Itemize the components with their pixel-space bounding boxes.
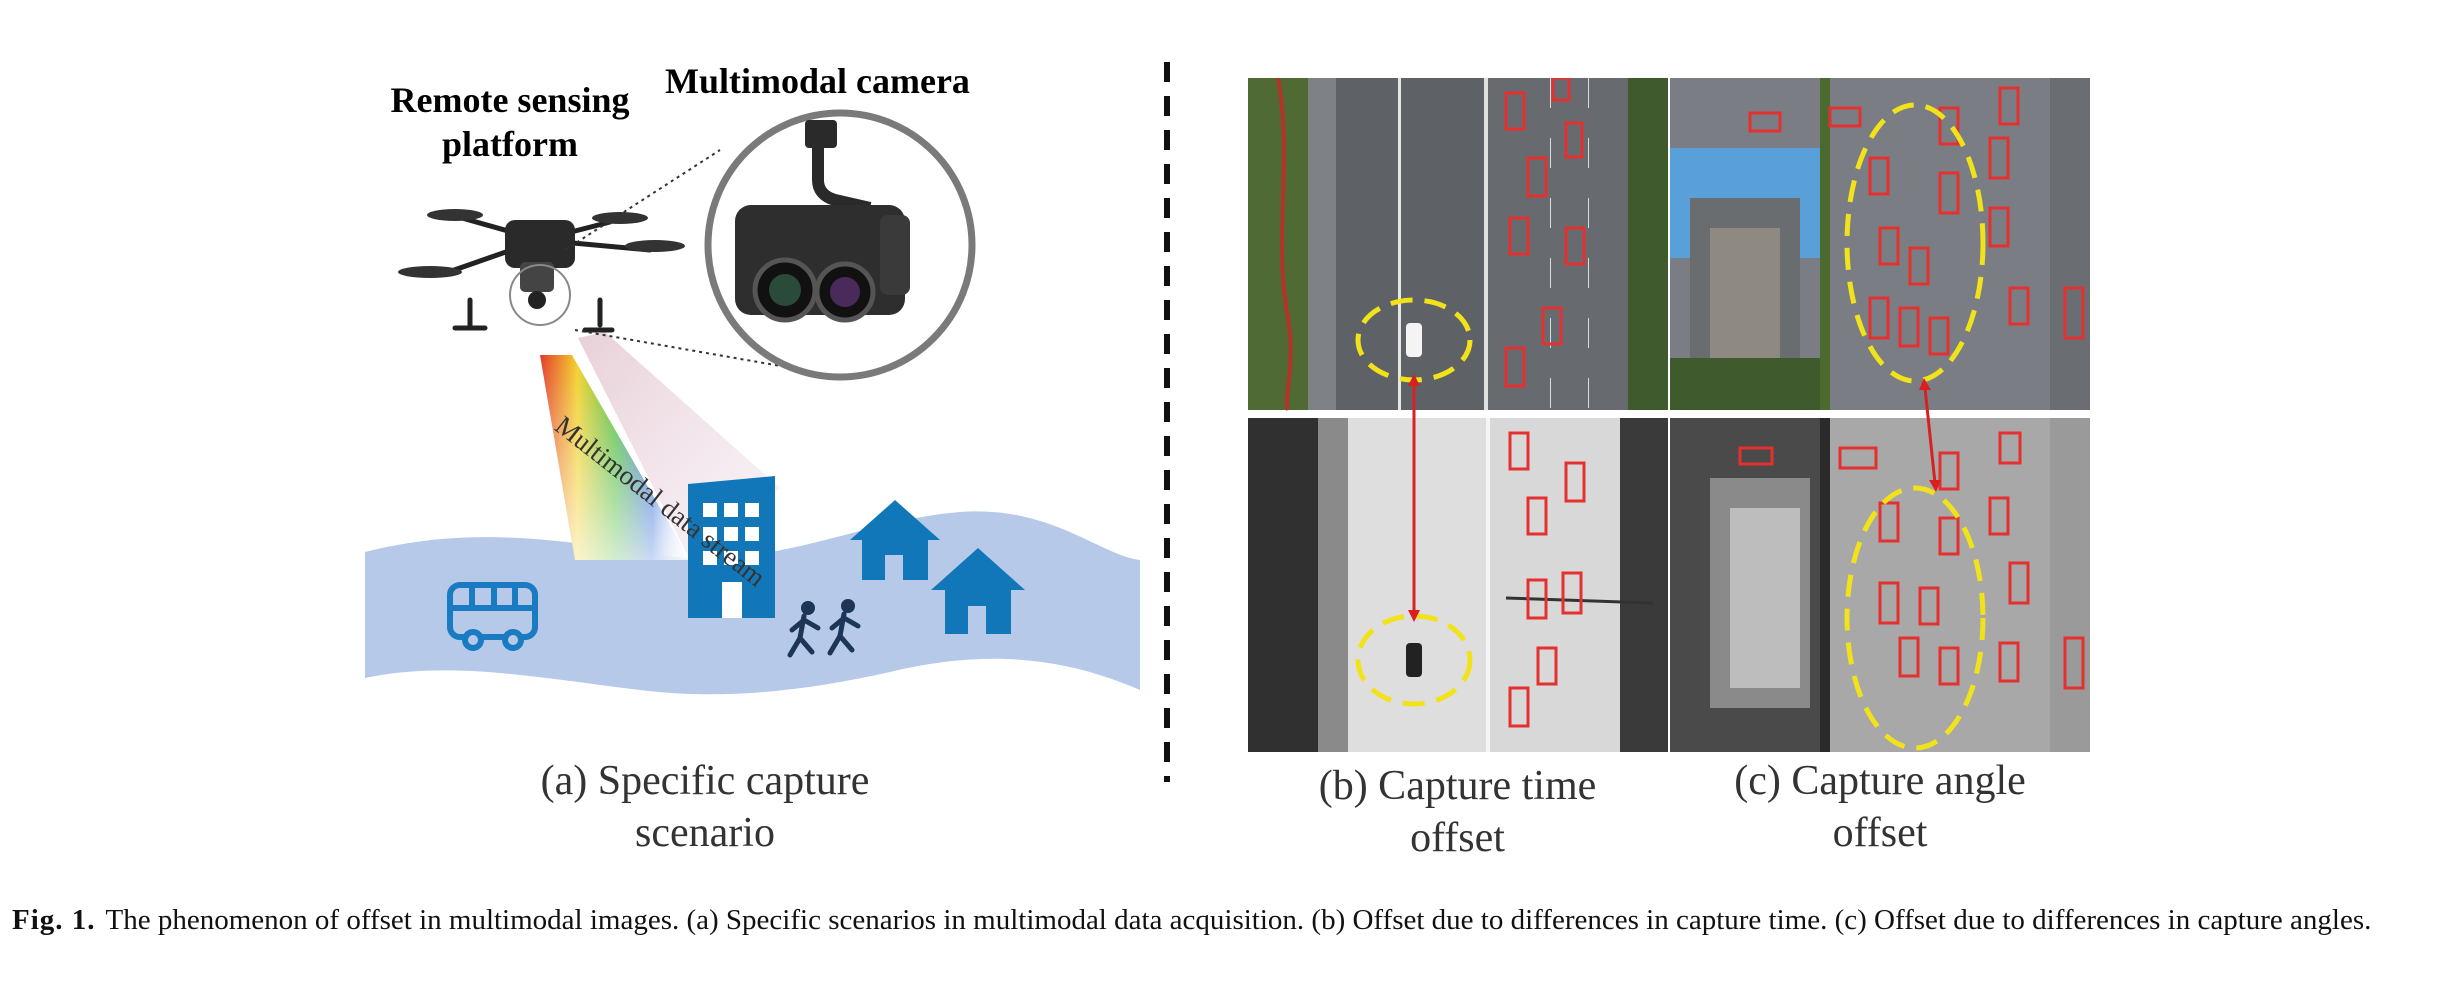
panel-b-detection-boxes: [1504, 78, 1586, 728]
panel-a-illustration: [365, 109, 1140, 695]
panel-divider: [1164, 62, 1170, 782]
house-icon: [850, 500, 1025, 634]
panel-c-caption-line1: (c) Capture angle: [1734, 758, 2026, 804]
figure-caption-text: The phenomenon of offset in multimodal i…: [105, 904, 2372, 936]
panel-b-caption-line2: offset: [1410, 815, 1505, 861]
panel-c-detection-boxes: [1738, 86, 2085, 690]
multimodal-camera-label: Multimodal camera: [665, 61, 970, 101]
panel-c-offset-markers: [1844, 102, 1986, 751]
panel-b-caption-line1: (b) Capture time: [1318, 763, 1597, 809]
camera-icon: [704, 109, 976, 381]
panel-b-offset-markers: [1355, 297, 1473, 707]
panel-c-infrared-image: [1670, 418, 2090, 752]
remote-sensing-line1: Remote sensing: [390, 80, 630, 120]
panel-b-caption: (b) Capture time offset: [1245, 760, 1670, 864]
panel-b-photos: [1248, 78, 1668, 752]
panel-c-photos: [1670, 78, 2090, 752]
remote-sensing-line2: platform: [442, 124, 578, 164]
pedestrians-icon: [787, 599, 861, 658]
figure-caption-label: Fig. 1.: [12, 904, 96, 936]
building-icon: [688, 476, 775, 618]
panel-a-caption-line2: scenario: [635, 810, 775, 856]
panel-a-caption: (a) Specific capture scenario: [480, 755, 930, 859]
drone-icon: [398, 209, 685, 333]
remote-sensing-label: Remote sensing platform: [370, 78, 650, 166]
panel-b-infrared-image: [1248, 418, 1668, 752]
panel-b-rgb-image: [1248, 78, 1668, 411]
van-icon: [447, 582, 538, 651]
panel-c-caption: (c) Capture angle offset: [1660, 755, 2100, 859]
figure: Remote sensing platform Multimodal camer…: [365, 61, 2100, 864]
figure-caption: Fig. 1. The phenomenon of offset in multi…: [12, 900, 2432, 940]
panel-a-caption-line1: (a) Specific capture: [540, 758, 870, 804]
panel-c-caption-line2: offset: [1832, 810, 1928, 856]
